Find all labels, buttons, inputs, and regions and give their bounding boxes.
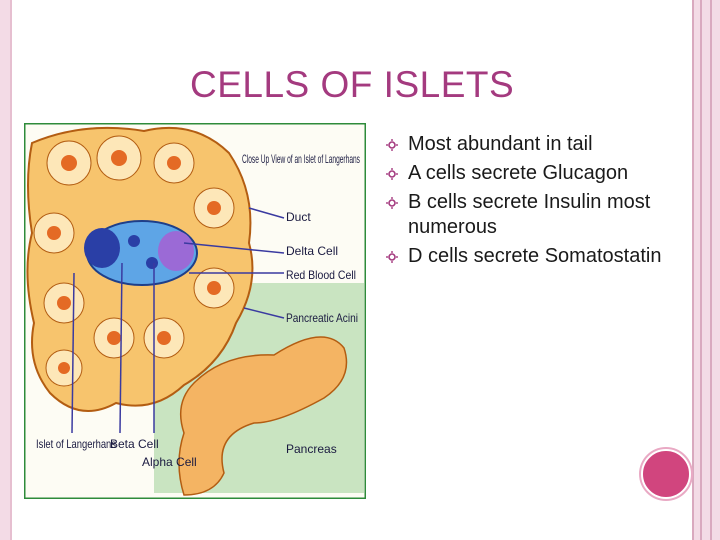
islet-illustration: Close Up View of an Islet of Langerhans … (24, 123, 366, 499)
slide-title: CELLS OF ISLETS (190, 64, 515, 105)
acinus (33, 212, 75, 254)
slide-frame-line (692, 0, 694, 540)
islet-cluster (84, 220, 198, 286)
label-red-blood-cell: Red Blood Cell (286, 268, 356, 282)
acinus (93, 317, 135, 359)
label-alpha-cell: Alpha Cell (142, 455, 197, 469)
label-islet: Islet of Langerhans (36, 437, 116, 451)
slide-frame-right (694, 0, 720, 540)
list-item: D cells secrete Somatostatin (386, 244, 686, 269)
label-close-up: Close Up View of an Islet of Langerhans (242, 152, 360, 166)
list-item: Most abundant in tail (386, 132, 686, 157)
list-item: A cells secrete Glucagon (386, 161, 686, 186)
slide-frame-line (700, 0, 702, 540)
sun-bullet-icon (386, 251, 398, 263)
acinus (193, 267, 235, 309)
sun-bullet-icon (386, 168, 398, 180)
list-item: B cells secrete Insulin most numerous (386, 190, 686, 240)
bullet-text: A cells secrete Glucagon (408, 162, 629, 184)
label-duct: Duct (286, 210, 311, 224)
bullet-list: Most abundant in tail A cells secrete Gl… (386, 132, 686, 273)
bullet-text: B cells secrete Insulin most numerous (408, 191, 651, 238)
acinus (96, 135, 142, 181)
acinus (153, 142, 195, 184)
label-delta-cell: Delta Cell (286, 244, 338, 258)
slide-frame-line (710, 0, 712, 540)
label-beta-cell: Beta Cell (110, 437, 159, 451)
acinus (143, 317, 185, 359)
acinus (45, 349, 83, 387)
slide-frame-left (0, 0, 12, 540)
label-pancreatic-acini: Pancreatic Acini (286, 311, 358, 325)
pancreas-shape (178, 336, 348, 496)
acinus (193, 187, 235, 229)
label-pancreas: Pancreas (286, 442, 337, 456)
bullet-text: D cells secrete Somatostatin (408, 245, 662, 267)
bullet-text: Most abundant in tail (408, 133, 593, 155)
acinus (46, 140, 92, 186)
sun-bullet-icon (386, 197, 398, 209)
sun-bullet-icon (386, 139, 398, 151)
decorative-circle (641, 449, 691, 499)
acinus (43, 282, 85, 324)
